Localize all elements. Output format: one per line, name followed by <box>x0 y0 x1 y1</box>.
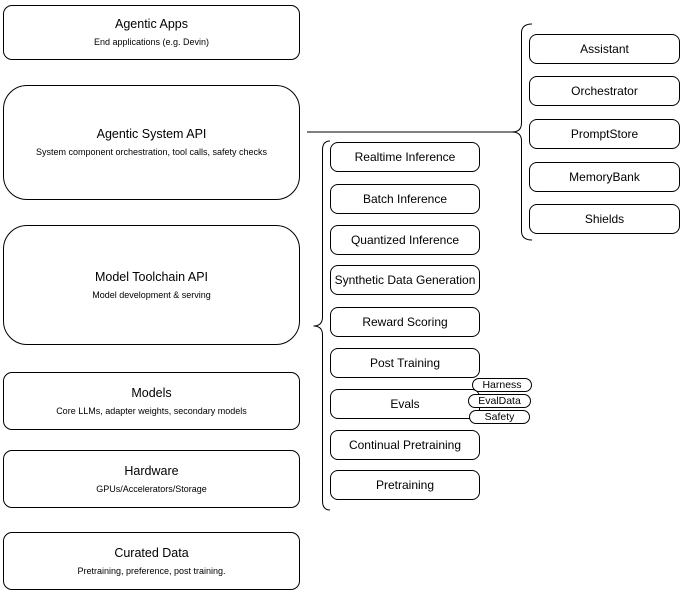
box-title: Model Toolchain API <box>94 269 209 284</box>
box-label: PromptStore <box>570 127 639 141</box>
box-agentic-system-api: Agentic System API System component orch… <box>3 85 300 200</box>
box-title: Agentic Apps <box>115 17 188 31</box>
box-label: MemoryBank <box>569 170 640 184</box>
toolchain-item-post-training: Post Training <box>330 348 480 378</box>
toolchain-item-quantized-inference: Quantized Inference <box>330 225 480 255</box>
box-title: Models <box>131 385 172 400</box>
box-label: Orchestrator <box>571 84 638 98</box>
box-subtitle: End applications (e.g. Devin) <box>93 37 210 47</box>
toolchain-item-evals: Evals <box>330 389 480 419</box>
system-component-shields: Shields <box>529 204 680 234</box>
system-component-memorybank: MemoryBank <box>529 162 680 192</box>
box-label: Shields <box>584 212 625 226</box>
box-subtitle: Pretraining, preference, post training. <box>77 565 226 576</box>
box-models: Models Core LLMs, adapter weights, secon… <box>3 372 300 430</box>
box-label: Realtime Inference <box>354 150 456 164</box>
system-component-promptstore: PromptStore <box>529 119 680 149</box>
toolchain-item-pretraining: Pretraining <box>330 470 480 500</box>
box-title: Hardware <box>124 463 179 478</box>
box-title: Agentic System API <box>96 127 207 141</box>
toolchain-item-continual-pretraining: Continual Pretraining <box>330 430 480 460</box>
box-subtitle: Core LLMs, adapter weights, secondary mo… <box>56 405 247 416</box>
toolchain-item-batch-inference: Batch Inference <box>330 184 480 214</box>
box-label: Batch Inference <box>362 192 448 206</box>
box-label: Reward Scoring <box>362 315 448 329</box>
system-component-assistant: Assistant <box>529 34 680 64</box>
eval-tag-evaldata: EvalData <box>468 394 531 408</box>
eval-tag-harness: Harness <box>472 378 532 392</box>
pill-label: EvalData <box>478 395 521 407</box>
box-label: Synthetic Data Generation <box>334 273 476 287</box>
box-subtitle: System component orchestration, tool cal… <box>35 147 268 157</box>
pill-label: Safety <box>484 411 515 423</box>
toolchain-item-synthetic-data-generation: Synthetic Data Generation <box>330 265 480 295</box>
toolchain-item-reward-scoring: Reward Scoring <box>330 307 480 337</box>
box-label: Post Training <box>369 356 441 370</box>
toolchain-brace <box>313 140 331 511</box>
pill-label: Harness <box>482 379 522 391</box>
box-title: Curated Data <box>114 545 189 560</box>
toolchain-item-realtime-inference: Realtime Inference <box>330 142 480 172</box>
system-component-orchestrator: Orchestrator <box>529 76 680 106</box>
box-label: Continual Pretraining <box>348 438 462 452</box>
box-label: Quantized Inference <box>350 233 460 247</box>
box-label: Assistant <box>580 42 629 56</box>
box-model-toolchain-api: Model Toolchain API Model development & … <box>3 225 300 345</box>
eval-tag-safety: Safety <box>469 410 530 424</box>
box-subtitle: Model development & serving <box>92 289 211 300</box>
box-label: Pretraining <box>375 478 435 492</box>
box-curated-data: Curated Data Pretraining, preference, po… <box>3 532 300 590</box>
box-subtitle: GPUs/Accelerators/Storage <box>96 483 207 494</box>
box-hardware: Hardware GPUs/Accelerators/Storage <box>3 450 300 508</box>
box-label: Evals <box>390 397 420 411</box>
box-agentic-apps: Agentic Apps End applications (e.g. Devi… <box>3 5 300 60</box>
